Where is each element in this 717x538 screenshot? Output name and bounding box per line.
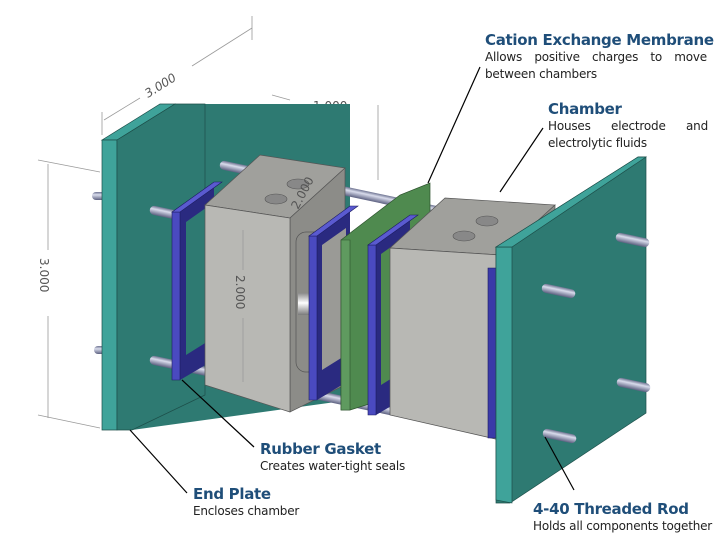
leader-membrane: [427, 66, 481, 184]
rubber-gasket-left: [171, 181, 223, 381]
end-plate-right: [494, 156, 648, 504]
threaded-rods-right-ends: [541, 232, 651, 444]
callout-membrane: Cation Exchange Membrane Allows positive…: [485, 31, 714, 83]
leader-end-plate: [129, 429, 188, 494]
callout-title: Rubber Gasket: [260, 440, 381, 458]
leader-gasket: [181, 379, 255, 448]
callout-end-plate: End Plate Encloses chamber: [193, 485, 363, 520]
callout-description: Houses electrode and electrolytic fluids: [548, 119, 708, 150]
dimension-label-plate-height: 3.000: [37, 258, 51, 292]
leader-chamber: [499, 127, 544, 193]
leader-lines: [129, 66, 575, 494]
callout-title: End Plate: [193, 485, 271, 503]
callout-description: Creates water-tight seals: [260, 459, 406, 473]
callout-gasket: Rubber Gasket Creates water-tight seals: [260, 440, 480, 475]
dimension-plate-width: [101, 16, 253, 135]
callout-description: Allows positive charges to move between …: [485, 50, 707, 81]
callout-title: Cation Exchange Membrane: [485, 31, 714, 49]
callout-description: Encloses chamber: [193, 504, 300, 518]
callout-rod: 4-40 Threaded Rod Holds all components t…: [533, 500, 717, 535]
dimension-plate-height: [37, 159, 101, 429]
dimension-label-plate-width: 3.000: [142, 70, 179, 100]
rubber-gasket-right: [487, 267, 497, 439]
callout-title: 4-40 Threaded Rod: [533, 500, 689, 518]
rubber-gasket-middle-1: [308, 205, 359, 401]
callout-title: Chamber: [548, 100, 622, 118]
callout-description: Holds all components together: [533, 519, 713, 533]
leader-rod: [544, 436, 575, 491]
callout-chamber: Chamber Houses electrode and electrolyti…: [548, 100, 708, 152]
dimension-label-chamber-height: 2.000: [233, 275, 247, 309]
